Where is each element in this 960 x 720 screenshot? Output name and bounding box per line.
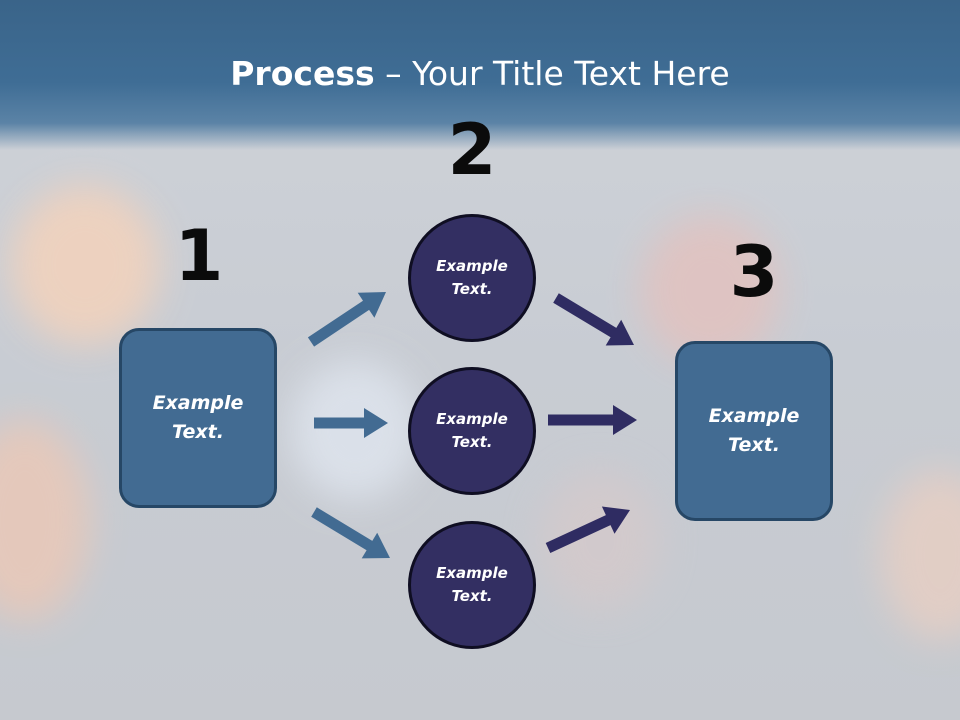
slide-title: Process – Your Title Text Here (0, 52, 960, 96)
arrow-left-down (311, 507, 390, 559)
left-box: Example Text. (119, 328, 277, 508)
circle-top-text: Example Text. (436, 257, 508, 298)
circle-bottom-text: Example Text. (436, 564, 508, 605)
step-number-3: 3 (729, 231, 779, 313)
step-number-1: 1 (174, 215, 224, 297)
circle-top: Example Text. (408, 214, 536, 342)
arrow-right-mid (548, 405, 637, 435)
header-band (0, 0, 960, 150)
arrow-left-mid (314, 408, 388, 438)
bokeh-light (640, 215, 780, 365)
step-number-2: 2 (447, 109, 497, 191)
bokeh-light (10, 185, 160, 345)
left-box-text: Example Text. (152, 392, 244, 443)
arrow-left-up (307, 292, 386, 347)
arrow-right-up (553, 293, 634, 346)
bokeh-light (290, 360, 420, 500)
title-rest: – Your Title Text Here (374, 54, 730, 93)
circle-middle: Example Text. (408, 367, 536, 495)
title-bold: Process (230, 54, 375, 93)
right-box: Example Text. (675, 341, 833, 521)
circle-bottom: Example Text. (408, 521, 536, 649)
arrow-right-down (545, 506, 630, 553)
circle-middle-text: Example Text. (436, 410, 508, 451)
right-box-text: Example Text. (708, 405, 800, 456)
